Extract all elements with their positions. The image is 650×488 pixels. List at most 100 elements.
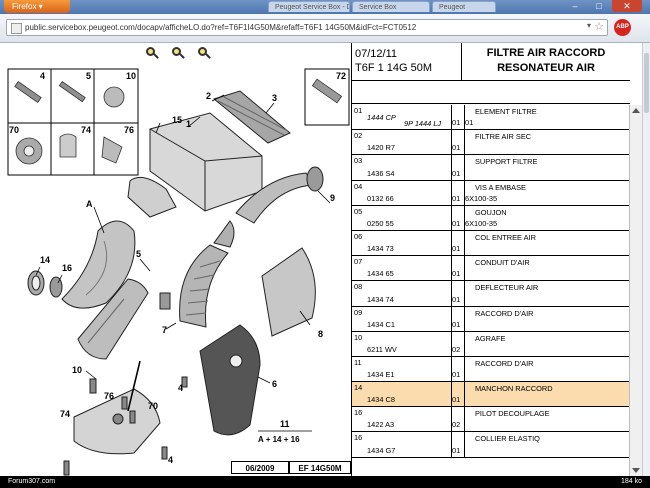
url-text[interactable]: public.servicebox.peugeot.com/docapv/aff… <box>25 23 417 32</box>
row-index: 14 <box>354 383 363 393</box>
part-description: ELEMENT FILTRE <box>475 107 537 116</box>
cell-qty: 01 <box>452 357 464 381</box>
part-reference[interactable]: 0250 55 <box>367 218 394 228</box>
part-reference[interactable]: 1434 C8 <box>367 395 395 405</box>
part-reference[interactable]: 1434 C1 <box>367 319 395 329</box>
part-description: VIS A EMBASE <box>475 182 526 192</box>
zoom-in-handle <box>153 53 159 59</box>
cell-ref: 14 1434 C8 <box>352 382 452 407</box>
firefox-menu-button[interactable]: Firefox ▾ <box>4 0 70 13</box>
close-icon[interactable]: ✕ <box>612 0 642 12</box>
zoom-out-button[interactable] <box>170 45 186 59</box>
cell-qty: 01 <box>452 307 464 331</box>
url-dropdown-icon[interactable]: ▾ <box>586 21 591 30</box>
maximize-icon[interactable]: □ <box>596 1 602 11</box>
callout-8: 8 <box>318 329 323 339</box>
part-reference[interactable]: 1422 A3 <box>367 420 395 430</box>
part-quantity: 01 <box>452 445 461 455</box>
row-index: 09 <box>354 307 363 317</box>
part-quantity: 01 <box>452 395 461 405</box>
callout-74: 74 <box>60 409 70 419</box>
tab-service-box[interactable]: Service Box <box>352 1 430 12</box>
formula-number: 11 <box>280 419 290 429</box>
svg-text:4: 4 <box>40 71 45 81</box>
part-reference[interactable]: 1420 R7 <box>367 143 395 153</box>
row-index: 05 <box>354 206 363 216</box>
page-scroll-thumb[interactable] <box>644 53 649 113</box>
status-left: Forum307.com <box>8 478 56 485</box>
tab-documentation[interactable]: Peugeot Service Box - Documentation Tech… <box>268 1 350 12</box>
scroll-down-icon[interactable] <box>632 468 640 473</box>
cell-description: CONDUIT D'AIR <box>464 256 630 281</box>
cell-description: MANCHON RACCORD <box>464 382 630 407</box>
callout-3: 3 <box>272 93 277 103</box>
table-row[interactable]: 14 1434 C8 01 MANCHON RACCORD <box>352 382 630 408</box>
bookmark-star-icon[interactable]: ☆ <box>594 21 604 33</box>
status-right: 184 ko <box>620 478 642 485</box>
cell-qty: 01 <box>452 231 464 255</box>
callout-5: 5 <box>136 249 141 259</box>
svg-text:70: 70 <box>9 125 19 135</box>
tab-peugeot[interactable]: Peugeot <box>432 1 496 12</box>
part-description: SUPPORT FILTRE <box>475 157 538 167</box>
status-bar: Forum307.com 184 ko <box>0 476 650 488</box>
header-spacer <box>352 81 630 104</box>
adblock-addon-button[interactable]: ABP <box>614 19 631 36</box>
address-bar[interactable]: public.servicebox.peugeot.com/docapv/aff… <box>6 19 608 36</box>
callout-a: A <box>86 199 93 209</box>
part-reference[interactable]: 1434 74 <box>367 294 394 304</box>
callout-16: 16 <box>62 263 72 273</box>
cell-qty: 01 <box>452 130 464 154</box>
part-reference[interactable]: 0132 66 <box>367 193 394 203</box>
part-reference[interactable]: 1434 73 <box>367 244 394 254</box>
part-quantity: 01 <box>452 269 461 279</box>
part-reference[interactable]: 1434 65 <box>367 269 394 279</box>
zoom-fit-button[interactable] <box>196 45 218 59</box>
part-description: PILOT DECOUPLAGE <box>475 409 550 419</box>
parts-scrollbar[interactable] <box>629 105 642 476</box>
part-description: MANCHON RACCORD <box>475 384 553 394</box>
exploded-parts-diagram[interactable]: 4 5 10 70 74 76 72 <box>0 61 351 476</box>
cell-description: DEFLECTEUR AIR <box>464 281 630 306</box>
zoom-in-button[interactable] <box>144 45 160 59</box>
part-quantity: 01 <box>452 294 461 304</box>
zoom-fit-icon <box>198 47 207 56</box>
part-reference[interactable]: 1434 G7 <box>367 445 396 455</box>
part-description: GOUJON <box>475 207 507 217</box>
row-index: 02 <box>354 131 363 141</box>
minimize-icon[interactable]: – <box>572 1 578 11</box>
row-index: 16 <box>354 433 363 443</box>
page-scrollbar[interactable] <box>642 43 650 476</box>
part-description-extra: 01 <box>465 118 474 128</box>
part-description: AGRAFE <box>475 333 506 343</box>
cell-qty: 01 <box>452 181 464 205</box>
cell-ref: 05 0250 55 <box>352 205 452 230</box>
scroll-up-icon[interactable] <box>632 108 640 113</box>
cell-description: RACCORD D'AIR <box>464 356 630 382</box>
page-title: FILTRE AIR RACCORD RESONATEUR AIR <box>462 43 630 81</box>
title-line-1: FILTRE AIR RACCORD <box>486 47 606 59</box>
cell-ref: 16 1434 G7 <box>352 432 452 457</box>
header-info: 07/12/11 T6F 1 14G 50M <box>352 43 462 81</box>
part-reference[interactable]: 1436 S4 <box>367 168 395 178</box>
part-reference[interactable]: 6211 WV <box>367 344 397 354</box>
part-reference[interactable]: 1434 E1 <box>367 370 395 380</box>
part-quantity: 01 <box>452 143 461 153</box>
